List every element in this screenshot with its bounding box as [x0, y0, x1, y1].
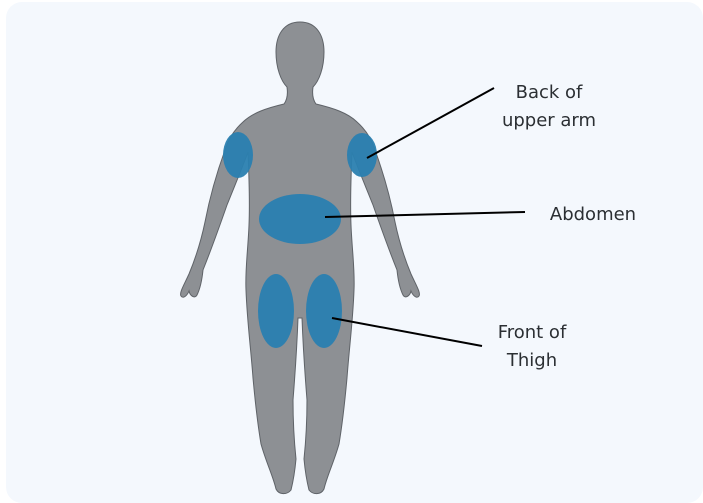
right-thigh-site — [306, 274, 342, 348]
label-abdomen: Abdomen — [550, 204, 636, 225]
label-upper-arm-line2: upper arm — [502, 110, 596, 131]
label-thigh-line2: Thigh — [506, 350, 557, 371]
upper-arm-leader-line — [367, 88, 494, 158]
thigh-leader-line — [332, 318, 482, 346]
human-body-silhouette-icon — [181, 22, 420, 494]
body-silhouette — [181, 22, 420, 494]
left-thigh-site — [258, 274, 294, 348]
abdomen-leader-line — [325, 212, 525, 217]
label-upper-arm-line1: Back of — [516, 82, 583, 103]
left-upper-arm-site — [223, 132, 253, 178]
abdomen-site — [259, 194, 341, 244]
label-thigh-line1: Front of — [498, 322, 567, 343]
